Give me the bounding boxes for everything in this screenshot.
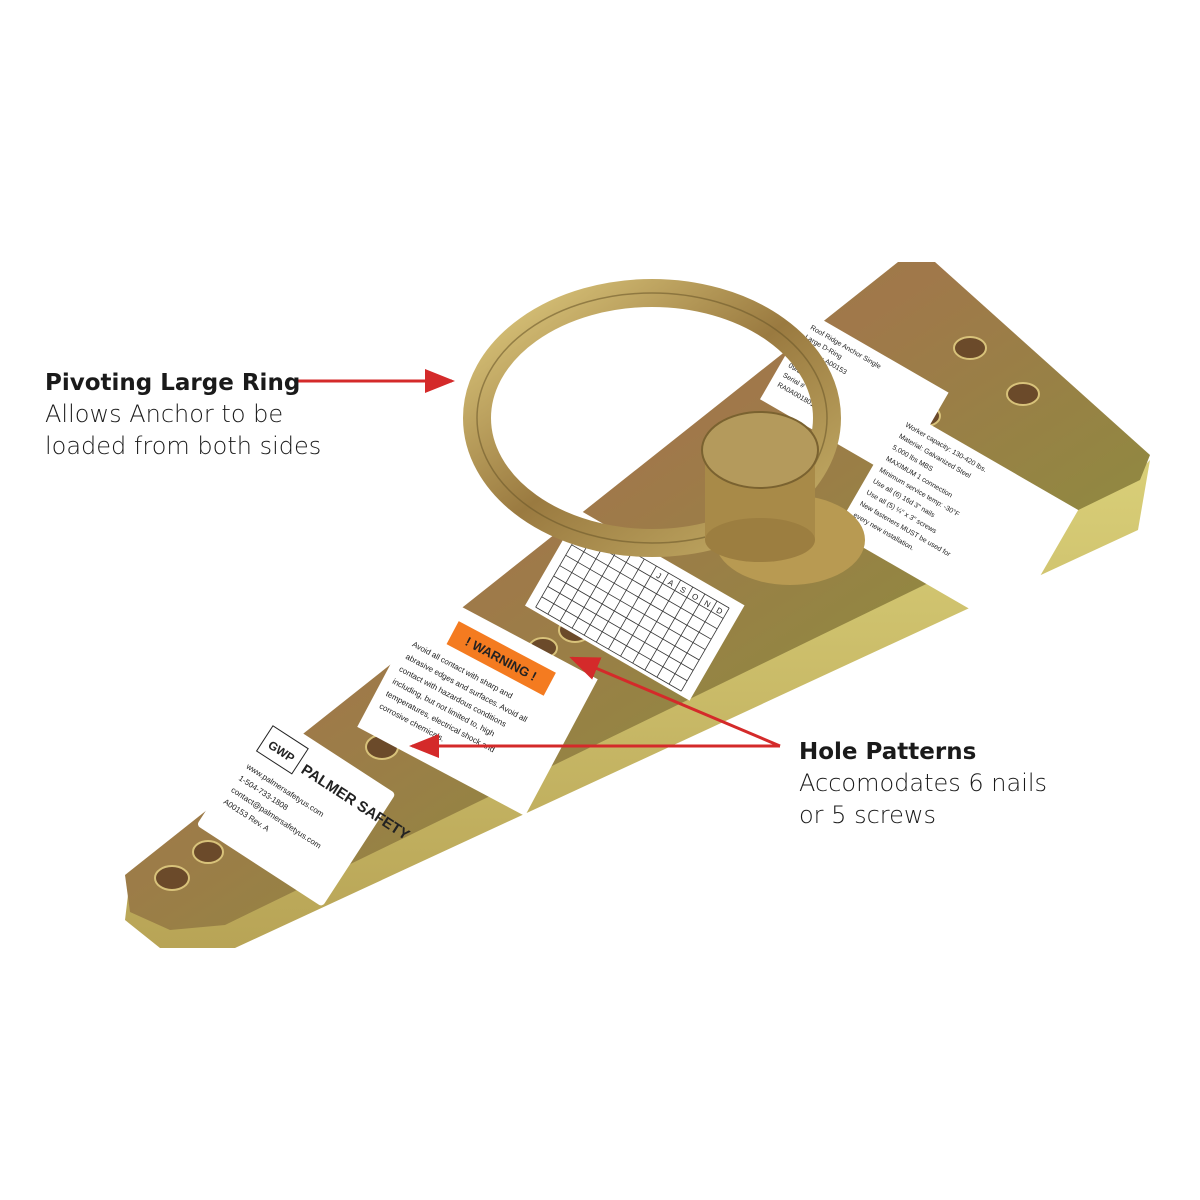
inspection-month-label: D <box>715 606 725 617</box>
holes-callout-desc-2: or 5 screws <box>799 801 937 829</box>
warning-sticker: ! WARNING ! Avoid all contact with sharp… <box>357 590 598 817</box>
holes-callout: Hole Patterns Accomodates 6 nails or 5 s… <box>799 739 1047 831</box>
specs-sticker: Worker capacity: 130-420 lbs.Material: G… <box>835 410 1079 632</box>
inspection-month-label: J <box>655 571 663 581</box>
holes-callout-title: Hole Patterns <box>799 739 977 765</box>
holes-callout-desc-1: Accomodates 6 nails <box>799 769 1048 797</box>
pivot-cap <box>701 411 819 489</box>
inspection-month-label: O <box>690 592 700 603</box>
ring-callout: Pivoting Large Ring Allows Anchor to be … <box>45 370 321 462</box>
inspection-month-label: N <box>702 599 712 610</box>
inspection-month-label: A <box>666 578 676 589</box>
inspection-month-label: S <box>678 585 687 595</box>
ring-callout-desc-2: loaded from both sides <box>45 432 322 460</box>
ring-callout-title: Pivoting Large Ring <box>45 370 301 396</box>
warning-header <box>446 621 556 696</box>
ring-callout-desc-1: Allows Anchor to be <box>45 400 284 428</box>
